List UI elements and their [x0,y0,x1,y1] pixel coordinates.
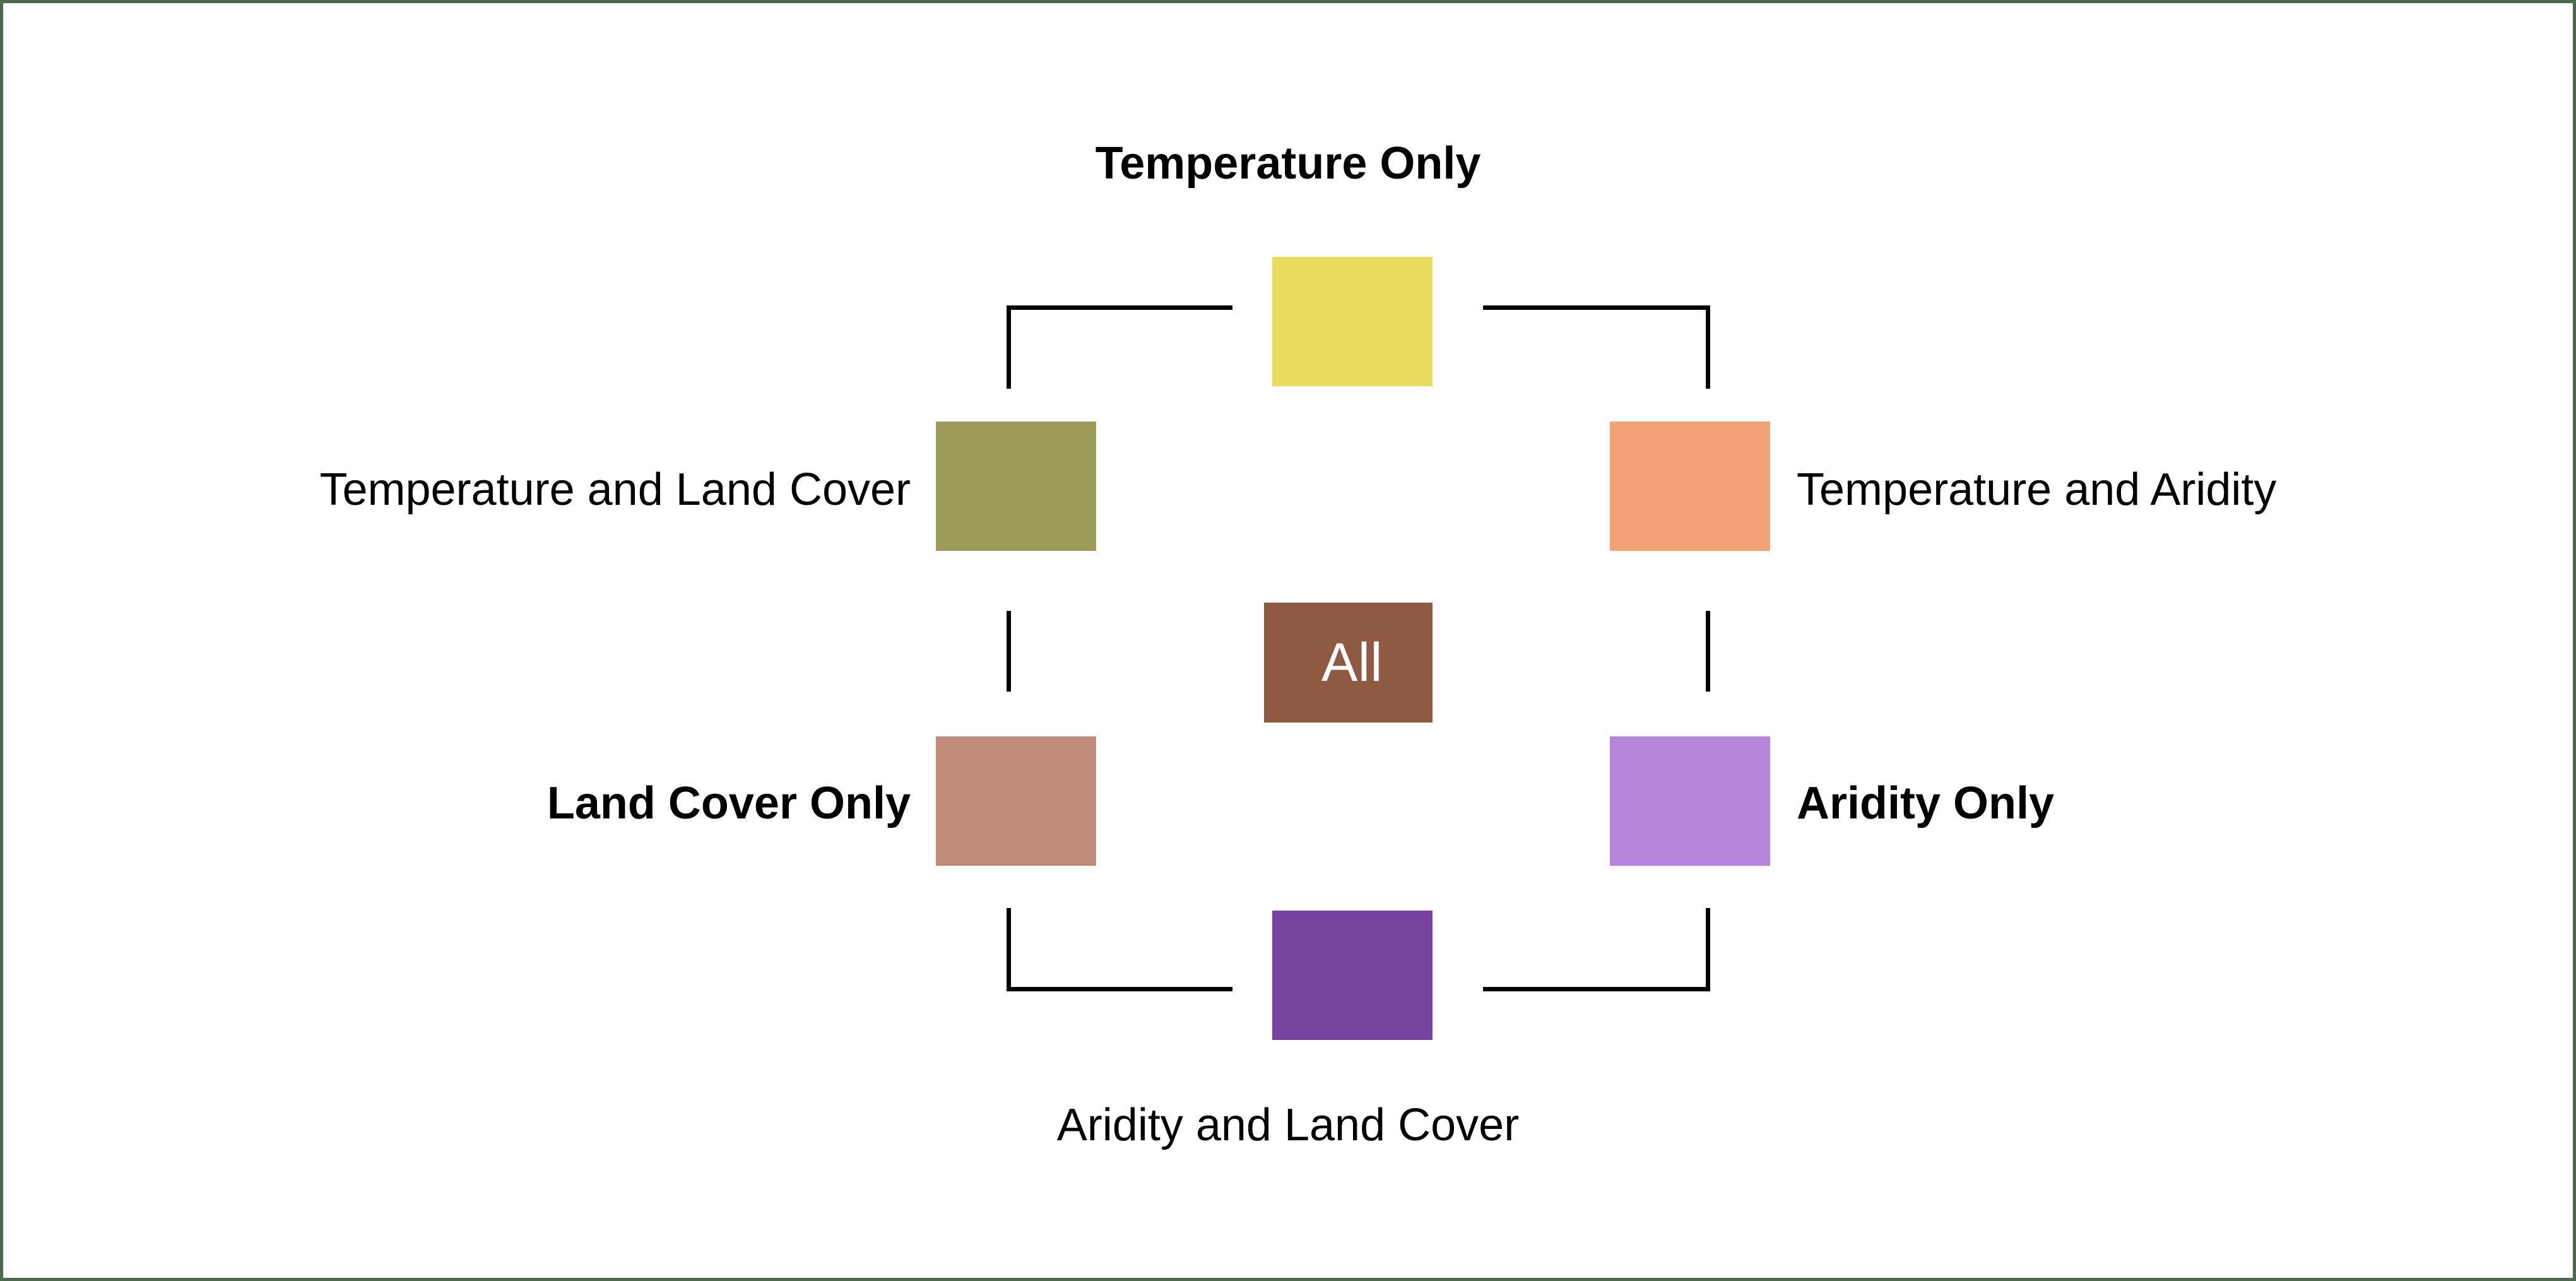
swatch-temperature-and-aridity [1610,422,1770,551]
label-temperature-only: Temperature Only [1095,138,1481,189]
connector-top-left-vertical [1007,305,1011,389]
connector-bottom-left-horizontal [1007,987,1232,991]
connector-top-left-horizontal [1007,305,1232,310]
connector-middle-left-vertical [1007,611,1011,692]
connector-bottom-right-vertical [1706,908,1710,991]
connector-middle-right-vertical [1706,611,1710,692]
connector-bottom-right-horizontal [1483,987,1710,991]
label-land-cover-only: Land Cover Only [547,778,911,829]
connector-bottom-left-vertical [1007,908,1011,991]
swatch-aridity-only [1610,736,1770,866]
swatch-land-cover-only [936,736,1096,866]
label-temperature-and-aridity: Temperature and Aridity [1797,464,2277,515]
swatch-aridity-and-land-cover [1272,911,1433,1040]
label-aridity-only: Aridity Only [1797,778,2055,829]
connector-top-right-vertical [1706,305,1710,389]
label-temperature-and-land-cover: Temperature and Land Cover [319,464,911,515]
swatch-all-label: All [1321,632,1383,693]
swatch-temperature-only [1272,257,1433,386]
swatch-all: All [1264,603,1433,723]
connector-top-right-horizontal [1483,305,1710,310]
label-aridity-and-land-cover: Aridity and Land Cover [1056,1100,1520,1150]
swatch-temperature-and-land-cover [936,422,1096,551]
